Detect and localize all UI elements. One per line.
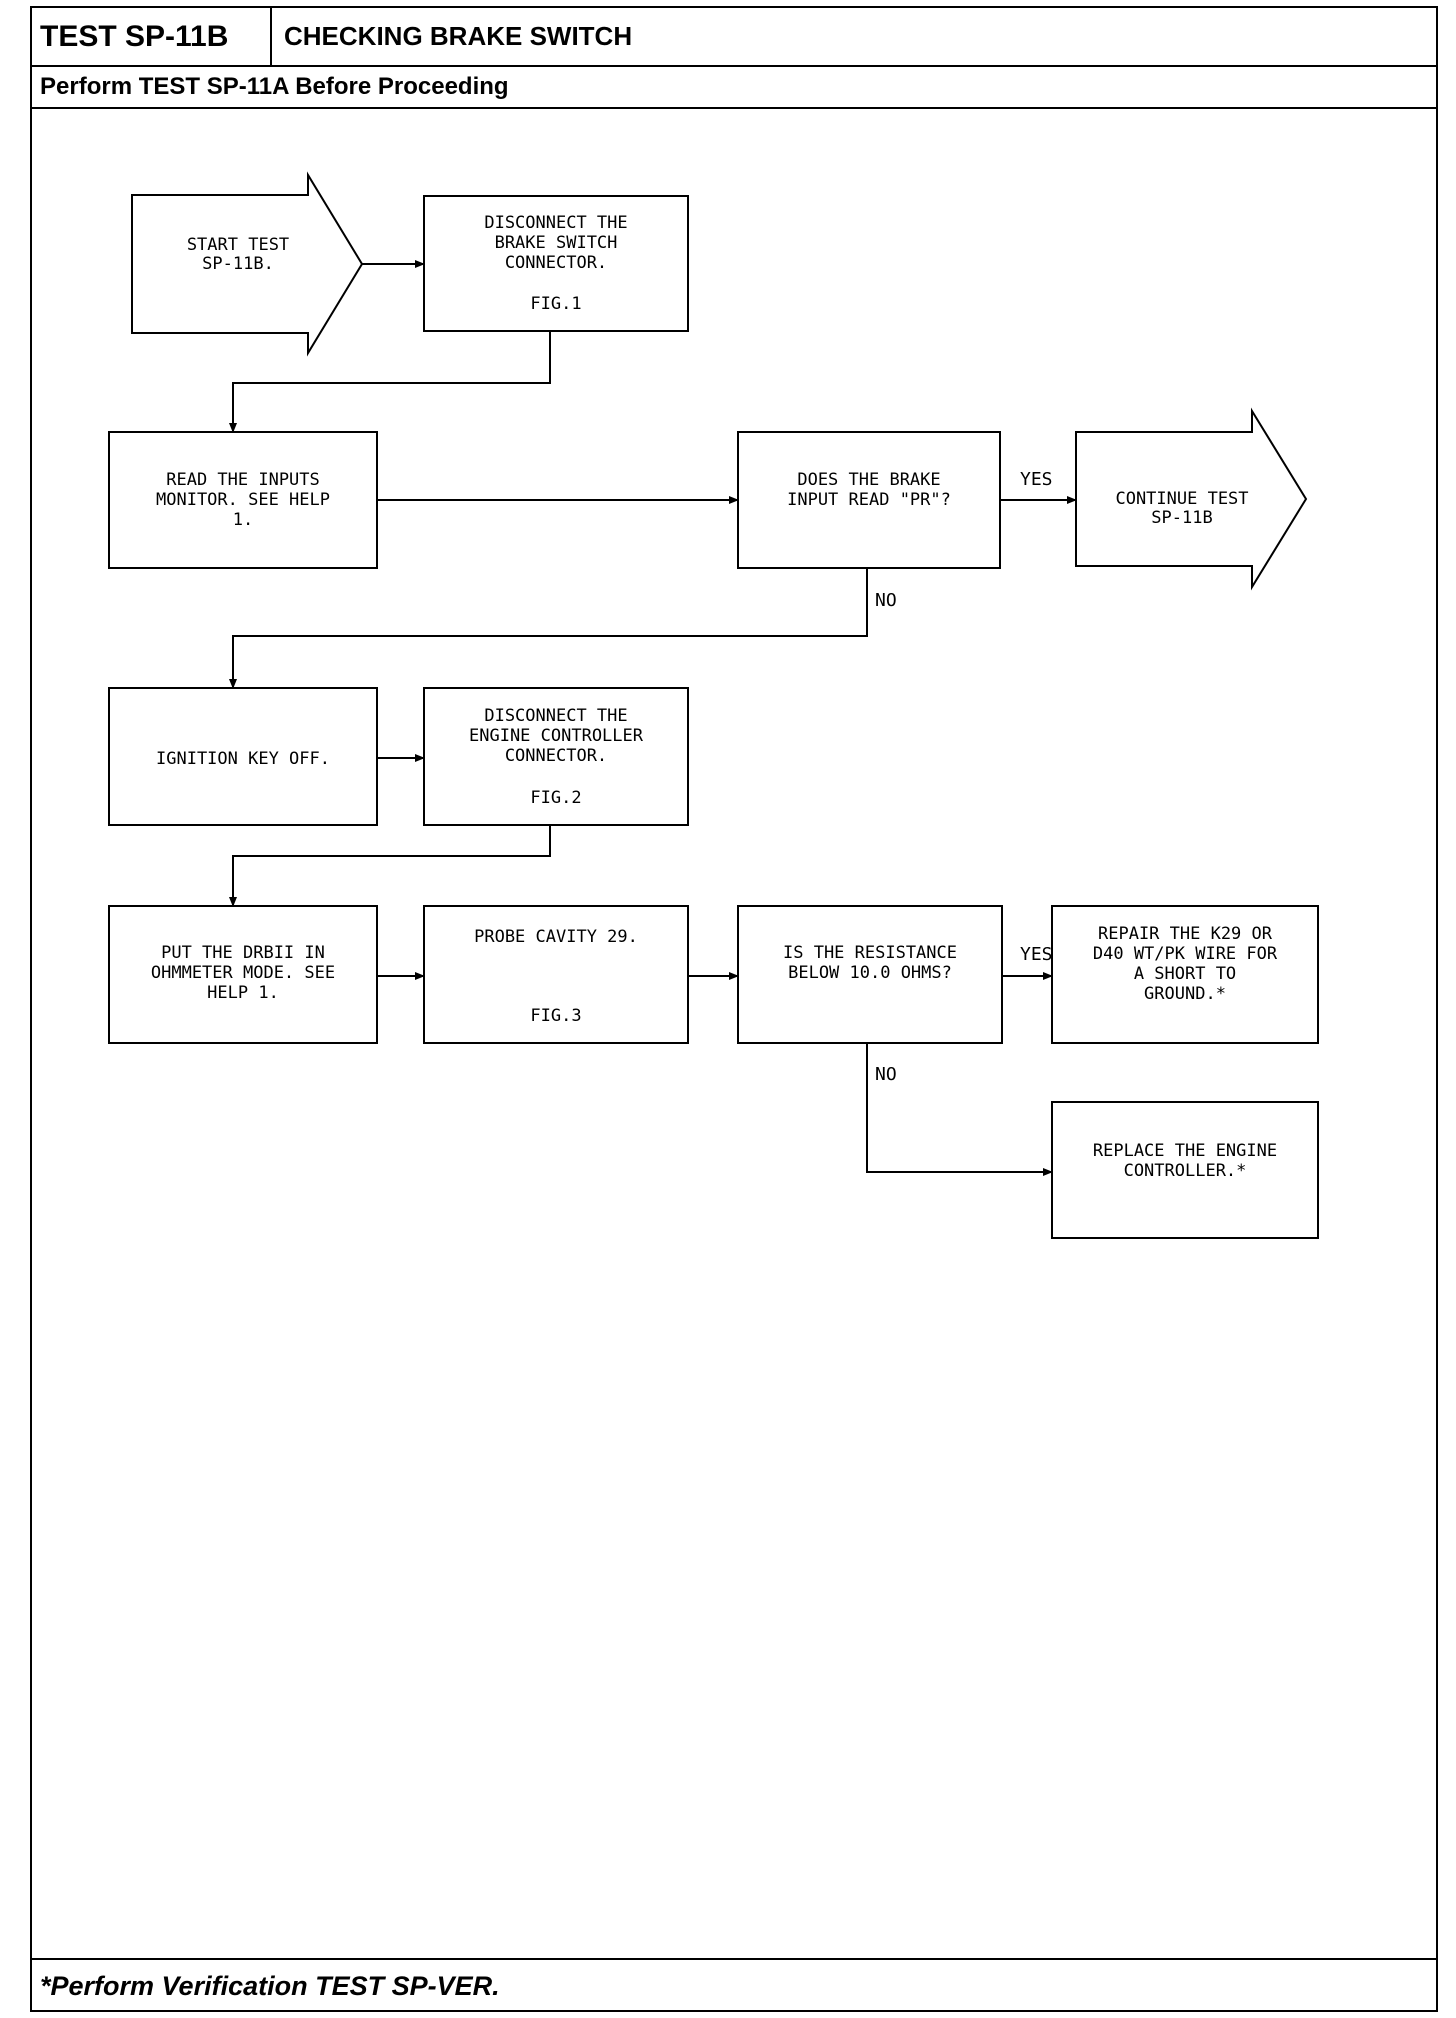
continue-line: SP-11B (1151, 508, 1212, 528)
brake_question-line: INPUT READ "PR"? (787, 490, 951, 510)
ohmmeter-line: HELP 1. (207, 983, 279, 1003)
disconnect-engine-controller-box-border (423, 687, 689, 826)
disconnect_ecm-line: ENGINE CONTROLLER (469, 726, 644, 746)
no-label: NO (875, 590, 897, 611)
figure-ref: FIG.2 (530, 788, 581, 808)
ohmmeter-mode-box-border (108, 905, 378, 1044)
replace-line: CONTROLLER.* (1124, 1161, 1247, 1181)
read_inputs-line: MONITOR. SEE HELP (156, 490, 330, 510)
verification-note: *Perform Verification TEST SP-VER. (32, 1958, 1436, 2010)
yes-label: YES (1020, 469, 1053, 490)
branch-labels: YES NO YES NO (875, 469, 1053, 1085)
replace-line: REPLACE THE ENGINE (1093, 1141, 1277, 1161)
disconnect_brake-line: DISCONNECT THE (484, 213, 627, 233)
disconnect_brake-line: BRAKE SWITCH (495, 233, 618, 253)
probe-line: PROBE CAVITY 29. (474, 927, 638, 947)
disconnect-brake-to-read-inputs (229, 331, 551, 433)
disconnect_ecm-line: CONNECTOR. (505, 746, 607, 766)
continue-line: CONTINUE TEST (1115, 489, 1248, 509)
start-line: START TEST (187, 235, 289, 255)
precondition-note: Perform TEST SP-11A Before Proceeding (32, 65, 1436, 109)
replace-engine-controller-box-border (1051, 1101, 1319, 1239)
repair-line: D40 WT/PK WIRE FOR (1093, 944, 1278, 964)
read_inputs-line: READ THE INPUTS (166, 470, 320, 490)
page-frame: TEST SP-11B CHECKING BRAKE SWITCH Perfor… (30, 6, 1438, 2012)
start-line: SP-11B. (202, 254, 274, 274)
no-label: NO (875, 1064, 897, 1085)
read-inputs-box-border (108, 431, 378, 569)
brake_question-line: DOES THE BRAKE (797, 470, 940, 490)
resistance-question-box-border (737, 905, 1003, 1044)
brake-input-question-box-border (737, 431, 1001, 569)
ignition-key-off-box: IGNITION KEY OFF. (108, 687, 378, 826)
connectors (229, 260, 1077, 1176)
disconnect_brake-line: CONNECTOR. (505, 253, 607, 273)
repair-line: GROUND.* (1144, 984, 1226, 1004)
test-title: CHECKING BRAKE SWITCH (284, 21, 633, 51)
disconnect-ecm-to-ohmmeter (229, 825, 551, 907)
ignition_off-line: IGNITION KEY OFF. (156, 749, 330, 769)
probe-cavity-box: PROBE CAVITY 29. FIG.3 (423, 905, 689, 1044)
start-arrow-outline (131, 171, 364, 357)
figure-ref: FIG.1 (530, 294, 581, 314)
repair-line: REPAIR THE K29 OR (1098, 924, 1273, 944)
continue-test-arrow-outline (1075, 407, 1308, 591)
resistance_question-line: BELOW 10.0 OHMS? (788, 963, 952, 983)
question-no-to-ignition (229, 568, 868, 689)
header-row: TEST SP-11B CHECKING BRAKE SWITCH (32, 8, 1436, 67)
yes-label: YES (1020, 944, 1053, 965)
disconnect-brake-switch-box-border (423, 195, 689, 332)
resistance-no-to-replace (866, 1043, 1053, 1176)
probe-cavity-box-border (423, 905, 689, 1044)
disconnect_ecm-line: DISCONNECT THE (484, 706, 627, 726)
resistance_question-line: IS THE RESISTANCE (783, 943, 957, 963)
test-id: TEST SP-11B (32, 8, 272, 65)
ignition-key-off-box-border (108, 687, 378, 826)
ohmmeter-line: PUT THE DRBII IN (161, 943, 325, 963)
ohmmeter-line: OHMMETER MODE. SEE (151, 963, 335, 983)
repair-wire-box-border (1051, 905, 1319, 1044)
repair-line: A SHORT TO (1134, 964, 1236, 984)
read_inputs-line: 1. (233, 510, 253, 530)
figure-ref: FIG.3 (530, 1006, 581, 1026)
